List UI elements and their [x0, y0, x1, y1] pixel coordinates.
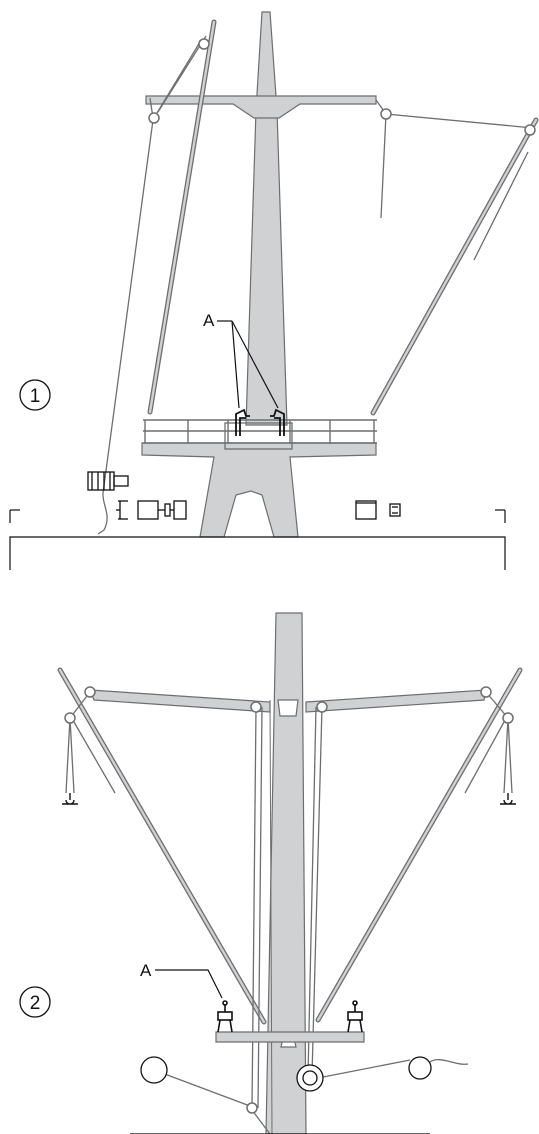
rigging-1 — [97, 35, 534, 535]
figure-2: A 2 — [19, 612, 523, 1134]
bracket-a-1 — [235, 408, 285, 436]
railing-1 — [143, 419, 377, 444]
mast-2 — [265, 612, 307, 1134]
deck-winch-1 — [87, 471, 401, 520]
leader-lines-1 — [217, 320, 279, 409]
deck-line-1 — [9, 509, 506, 570]
figure-number-1-circle — [19, 379, 51, 411]
figure-number-2-circle — [19, 986, 51, 1018]
deck-fitting-2 — [140, 1056, 432, 1092]
hook-2 — [62, 793, 516, 805]
mast-step-1 — [224, 422, 293, 450]
platform-1 — [141, 442, 377, 538]
bracket-a-2 — [217, 1000, 363, 1033]
figure-number-1: 1 — [30, 386, 41, 407]
figure-1: A 1 — [9, 11, 539, 570]
figure-number-2: 2 — [30, 993, 41, 1014]
leader-line-2 — [155, 969, 223, 999]
mast-1 — [245, 11, 288, 426]
heel-platform-2 — [215, 1031, 365, 1043]
block-1 — [148, 38, 536, 136]
block-2 — [64, 686, 514, 1114]
callout-a-2: A — [140, 961, 152, 980]
crosstree-1 — [145, 95, 377, 119]
callout-a-1: A — [203, 311, 215, 330]
